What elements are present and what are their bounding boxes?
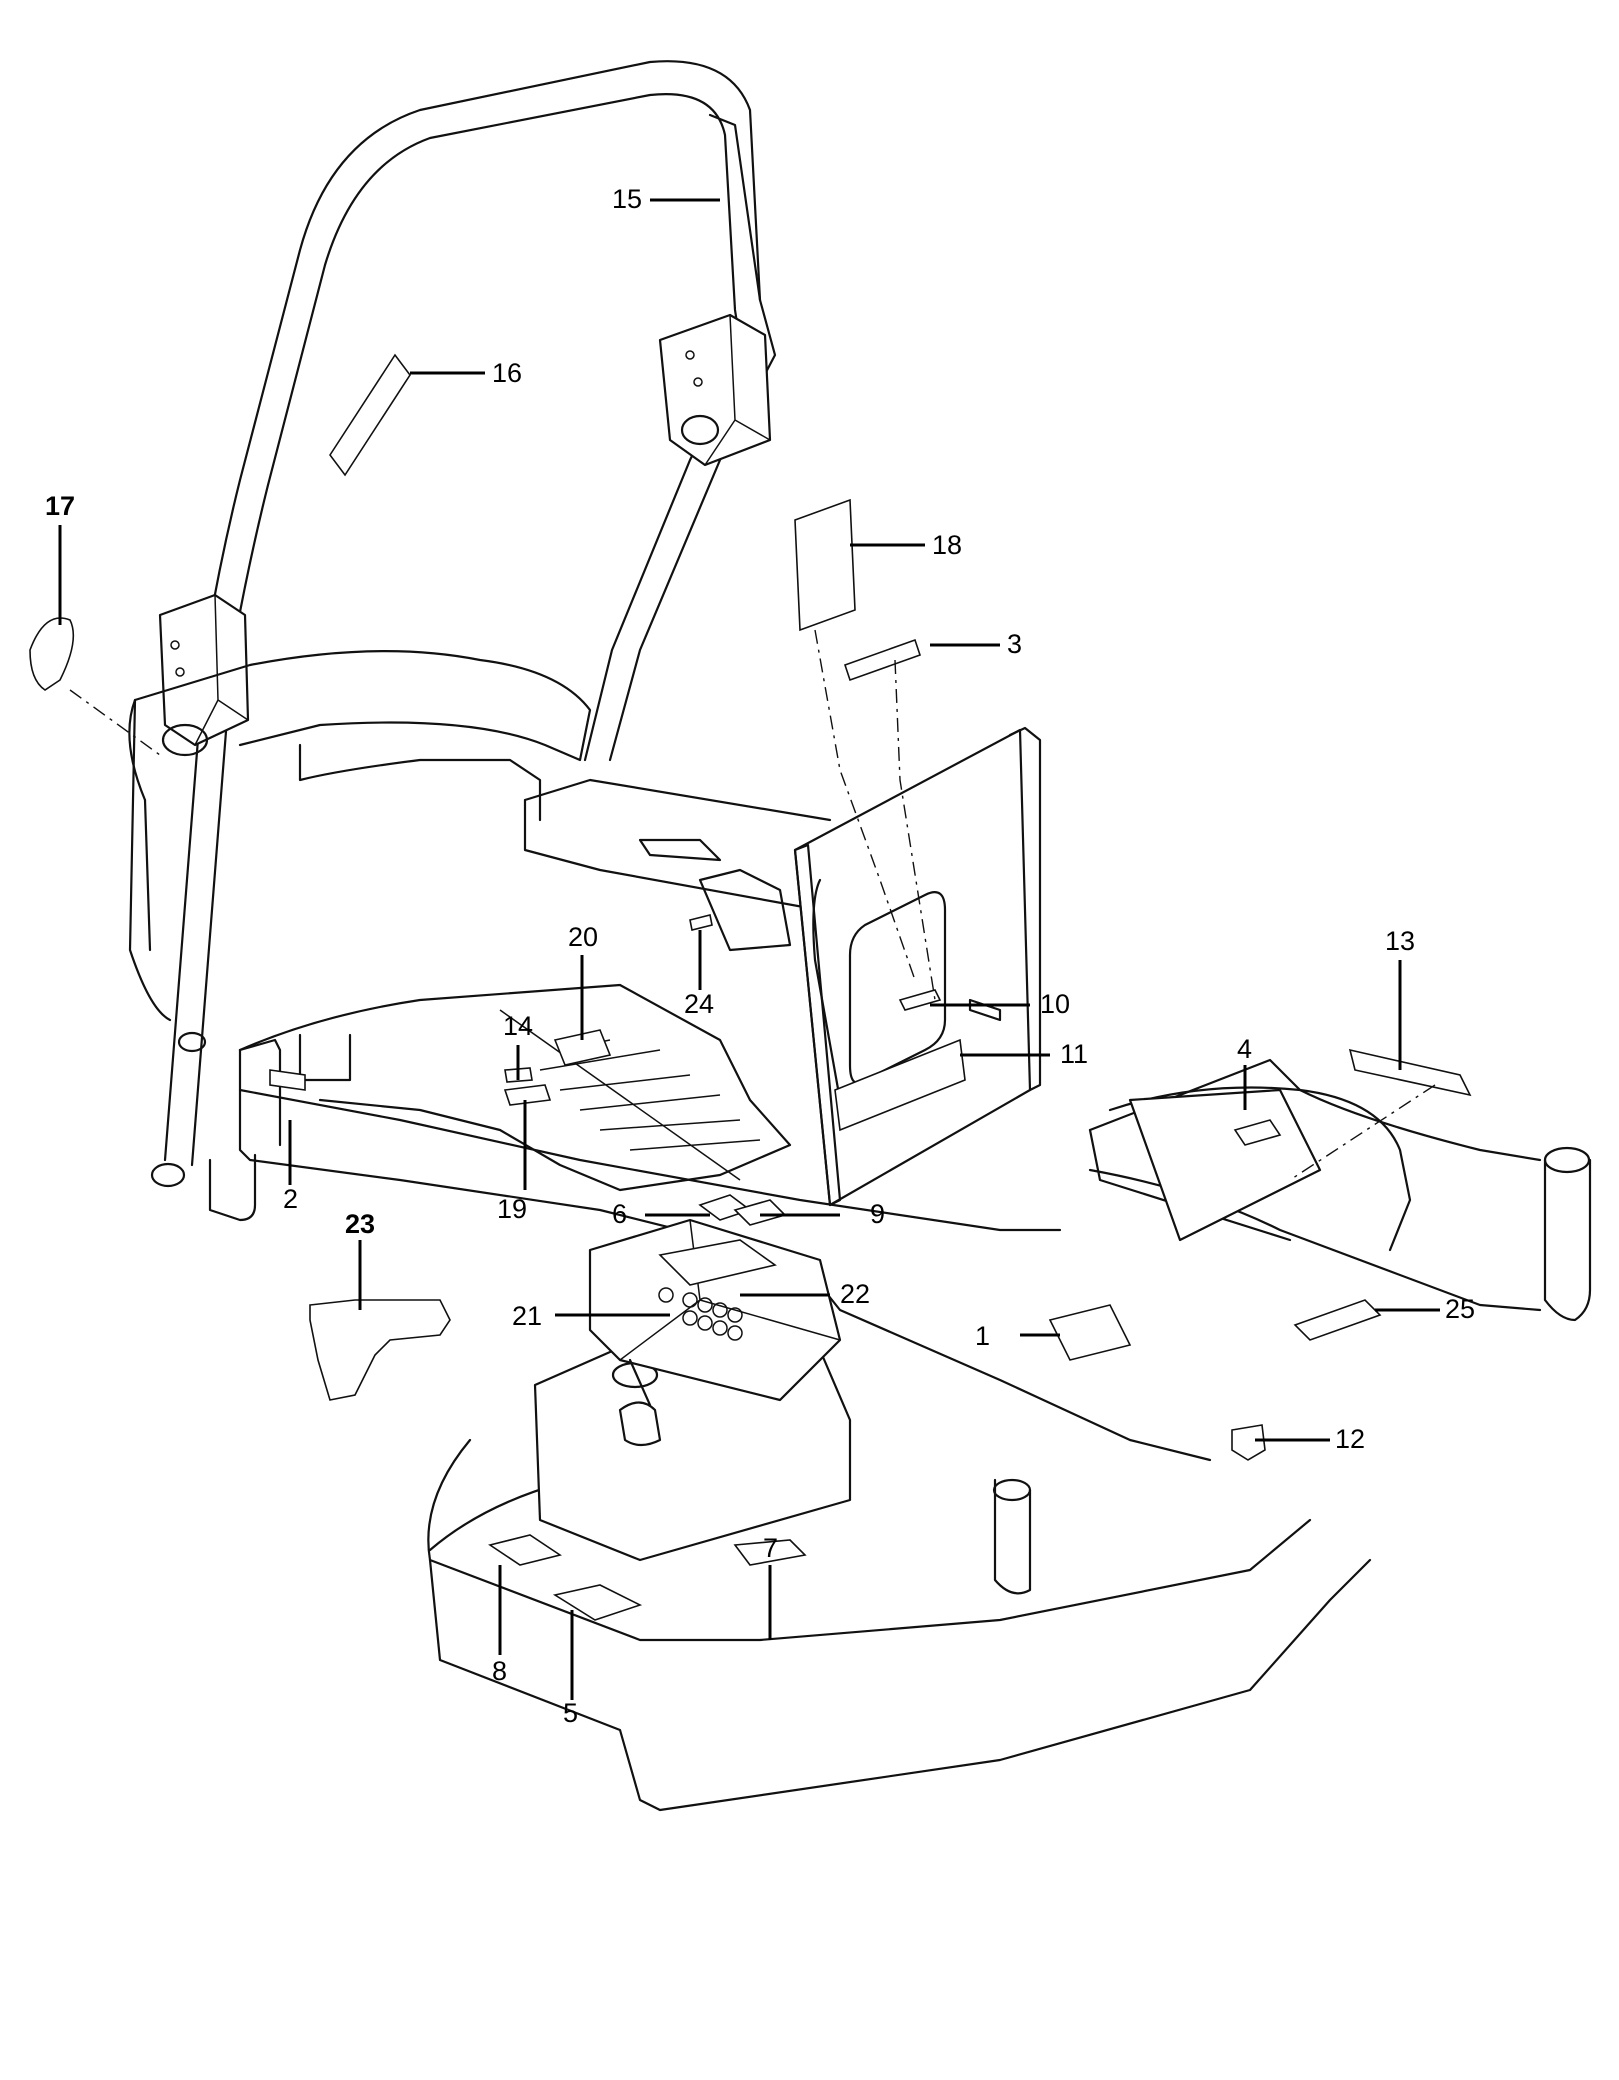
decal-18 [794,498,856,632]
control-console [588,1218,842,1447]
callout-labels: 1 2 3 4 5 6 7 8 9 10 11 12 13 14 15 16 1… [45,184,1475,1728]
decal-24 [689,914,713,931]
callout-21: 21 [512,1301,542,1331]
decal-25 [1293,1299,1382,1341]
decal-3 [843,638,922,682]
callout-14: 14 [503,1011,533,1041]
callout-25: 25 [1445,1294,1475,1324]
callout-8: 8 [492,1656,507,1686]
decal-12 [1231,1424,1266,1461]
rops-roll-bar [150,60,777,1188]
callout-1: 1 [975,1321,990,1351]
callout-11: 11 [1060,1039,1088,1069]
callout-7: 7 [763,1533,778,1563]
decal-23 [309,1299,451,1401]
callout-24: 24 [684,989,714,1019]
callout-19: 19 [497,1194,527,1224]
decal-4 [1233,1119,1282,1146]
callout-3: 3 [1007,629,1022,659]
decal-5 [552,1584,643,1621]
callout-17: 17 [45,491,75,521]
callout-9: 9 [870,1199,885,1229]
callout-23: 23 [345,1209,375,1239]
decal-11 [834,1038,966,1132]
decal-22 [658,1239,777,1286]
rear-fenders [128,650,592,1022]
callout-4: 4 [1237,1034,1252,1064]
decal-1 [1048,1304,1132,1361]
decal-17 [29,617,75,691]
callout-20: 20 [568,922,598,952]
callout-10: 10 [1040,989,1070,1019]
callout-22: 22 [840,1279,870,1309]
decal-20 [553,1029,612,1066]
decal-7 [733,1539,807,1566]
leader-lines [58,198,1440,1700]
seat-mount-plate [793,726,1042,1207]
callout-12: 12 [1335,1424,1365,1454]
front-casters [992,1146,1592,1595]
frame-cross-tube [523,778,832,952]
callout-13: 13 [1385,926,1415,956]
callout-18: 18 [932,530,962,560]
decals [29,353,1472,1621]
decal-8 [488,1534,562,1566]
callout-15: 15 [612,184,642,214]
decal-10 [898,989,942,1011]
decal-16 [329,353,411,477]
projection-lines [69,629,1436,1181]
callout-16: 16 [492,358,522,388]
decal-13 [1348,1048,1472,1097]
callout-2: 2 [283,1184,298,1214]
callout-6: 6 [612,1199,627,1229]
decal-19 [503,1084,552,1106]
callout-5: 5 [563,1698,578,1728]
decal-2 [269,1069,306,1091]
